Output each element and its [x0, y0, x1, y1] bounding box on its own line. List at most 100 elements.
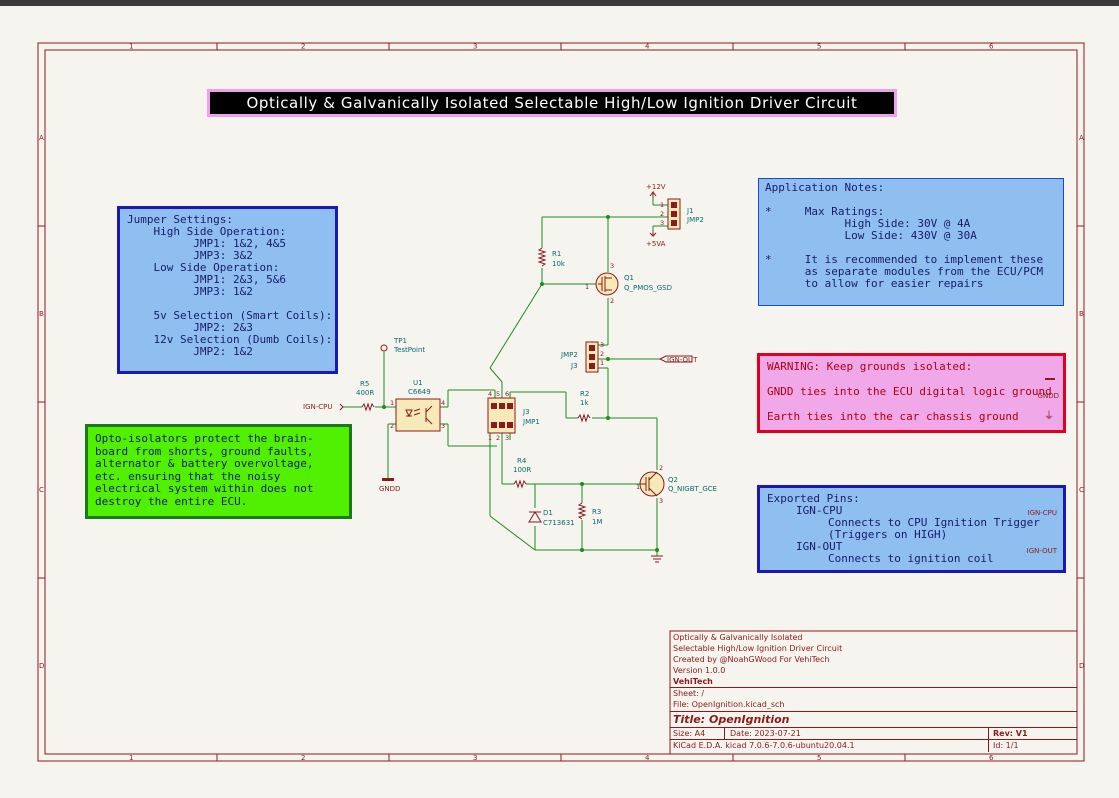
title-block: Optically & Galvanically Isolated Select…: [670, 631, 1077, 752]
svg-text:1: 1: [600, 359, 604, 367]
tb-version: Version 1.0.0: [673, 666, 726, 675]
earth-ground-icon: ⏚: [1044, 411, 1054, 422]
jumper-note-lines: Jumper Settings: High Side Operation: JM…: [127, 213, 333, 358]
svg-text:3: 3: [660, 219, 664, 227]
app-note-line: * Max Ratings:: [765, 205, 885, 218]
svg-text:1: 1: [390, 399, 394, 407]
ruler-row-label: B: [1079, 310, 1084, 318]
tp1-ref: TP1: [393, 337, 407, 345]
svg-text:3: 3: [659, 497, 663, 505]
component-labels: TP1 TestPoint R5 400R U1 C6649 IGN-CPU G…: [303, 183, 717, 527]
tb-company: VehiTech: [673, 677, 713, 686]
tb-title: Title: OpenIgnition: [673, 713, 790, 726]
exported-pin-2-desc: Connects to ignition coil: [828, 552, 994, 565]
tb-tool: KiCad E.D.A. kicad 7.0.6-7.0.6-ubuntu20.…: [673, 741, 855, 750]
r1-ref: R1: [552, 250, 561, 258]
app-note-line: High Side: 30V @ 4A: [765, 217, 971, 230]
svg-text:1: 1: [660, 201, 664, 209]
svg-text:1: 1: [488, 434, 492, 442]
j3-value: JMP2: [560, 351, 578, 359]
ruler-col-label: 5: [817, 43, 821, 51]
jumper-note-line: Low Side Operation:: [127, 261, 280, 274]
ruler-col-label: 3: [473, 43, 477, 51]
r4-ref: R4: [517, 457, 527, 465]
exported-pins-title: Exported Pins:: [767, 492, 860, 505]
ruler-col-label: 6: [989, 43, 994, 51]
jumper-note-line: Jumper Settings:: [127, 213, 233, 226]
warning-title: WARNING: Keep grounds isolated:: [767, 360, 973, 373]
tb-desc1: Optically & Galvanically Isolated: [673, 633, 803, 642]
exported-pins-note: Exported Pins: IGN-CPU Connects to CPU I…: [757, 485, 1066, 573]
tp1-value: TestPoint: [393, 346, 425, 354]
ruler-col-label: 5: [817, 754, 821, 762]
exported-pin-1-name: IGN-CPU: [796, 504, 843, 517]
pwr-12v-label: +12V: [646, 183, 666, 191]
jumper-note-line: JMP2: 2&3: [127, 321, 253, 334]
earth-ground-symbol: [651, 555, 663, 563]
app-note-line: Application Notes:: [765, 181, 885, 194]
svg-text:2: 2: [610, 297, 614, 305]
jumper-note-line: JMP1: 2&3, 5&6: [127, 273, 286, 286]
svg-text:1: 1: [585, 283, 589, 291]
jumper-note-line: 12v Selection (Dumb Coils):: [127, 333, 333, 346]
tb-size: Size: A4: [673, 729, 706, 738]
application-notes: Application Notes: * Max Ratings: High S…: [758, 178, 1064, 306]
ruler-col-label: 6: [989, 754, 994, 762]
r5-ref: R5: [360, 380, 369, 388]
testpoint-tp1: [380, 344, 388, 352]
pwr-5va-symbol: [649, 232, 657, 238]
ruler-row-label: A: [1079, 134, 1084, 142]
exported-pin-1-desc: Connects to CPU Ignition Trigger: [828, 516, 1040, 529]
ruler-row-label: B: [39, 310, 44, 318]
schematic-title: Optically & Galvanically Isolated Select…: [207, 89, 897, 117]
jumper-note-line: JMP1: 1&2, 4&5: [127, 237, 286, 250]
r2-value: 1k: [580, 399, 589, 407]
wires: [343, 198, 668, 556]
r2-ref: R2: [580, 390, 589, 398]
r5-value: 400R: [356, 389, 374, 397]
ruler-col-label: 4: [645, 43, 650, 51]
exported-pin-1-desc2: (Triggers on HIGH): [828, 528, 948, 541]
u1-value: C6649: [408, 388, 431, 396]
svg-text:3: 3: [610, 262, 614, 270]
ruler-row-label: A: [39, 134, 44, 142]
zener-d1: [528, 511, 542, 523]
q1-value: Q_PMOS_GSD: [624, 284, 672, 292]
jumper-j3: [585, 341, 599, 373]
ruler-row-label: C: [39, 486, 44, 494]
ign-out-flag: [658, 355, 693, 363]
q2-ref: Q2: [668, 476, 678, 484]
optocoupler-u1: [395, 398, 441, 432]
tb-file: File: OpenIgnition.kicad_sch: [673, 700, 785, 709]
j1-ref: J1: [686, 207, 694, 215]
ign-cpu-input-label: IGN-CPU: [303, 403, 332, 411]
d1-ref: D1: [543, 509, 553, 517]
ruler-col-label: 2: [301, 754, 305, 762]
resistor-r3: [577, 502, 587, 520]
jumper-note-line: 5v Selection (Smart Coils):: [127, 309, 333, 322]
resistor-r4: [513, 479, 527, 489]
jumper-note-line: JMP3: 3&2: [127, 249, 253, 262]
svg-text:3: 3: [441, 422, 445, 430]
r4-value: 100R: [513, 466, 531, 474]
app-note-line: to allow for easier repairs: [765, 277, 984, 290]
ruler-col-label: 3: [473, 754, 477, 762]
q2-value: Q_NIGBT_GCE: [668, 485, 717, 493]
u1-ref: U1: [413, 379, 423, 387]
r3-value: 1M: [592, 518, 603, 526]
tb-date: Date: 2023-07-21: [730, 729, 801, 738]
app-note-lines: Application Notes: * Max Ratings: High S…: [765, 182, 1057, 290]
resistor-r2: [577, 413, 591, 423]
gndd-label: GNDD: [379, 485, 400, 493]
jumper-j1: [667, 198, 681, 230]
ruler-row-label: C: [1079, 486, 1084, 494]
tb-created: Created by @NoahGWood For VehiTech: [673, 655, 830, 664]
jumper-jmp1: [487, 397, 516, 434]
jmp1-ref: J3: [522, 408, 530, 416]
app-note-line: as separate modules from the ECU/PCM: [765, 265, 1044, 278]
d1-value: C713631: [543, 519, 575, 527]
jumper-note-line: JMP3: 1&2: [127, 285, 253, 298]
ruler-col-label: 1: [129, 43, 133, 51]
